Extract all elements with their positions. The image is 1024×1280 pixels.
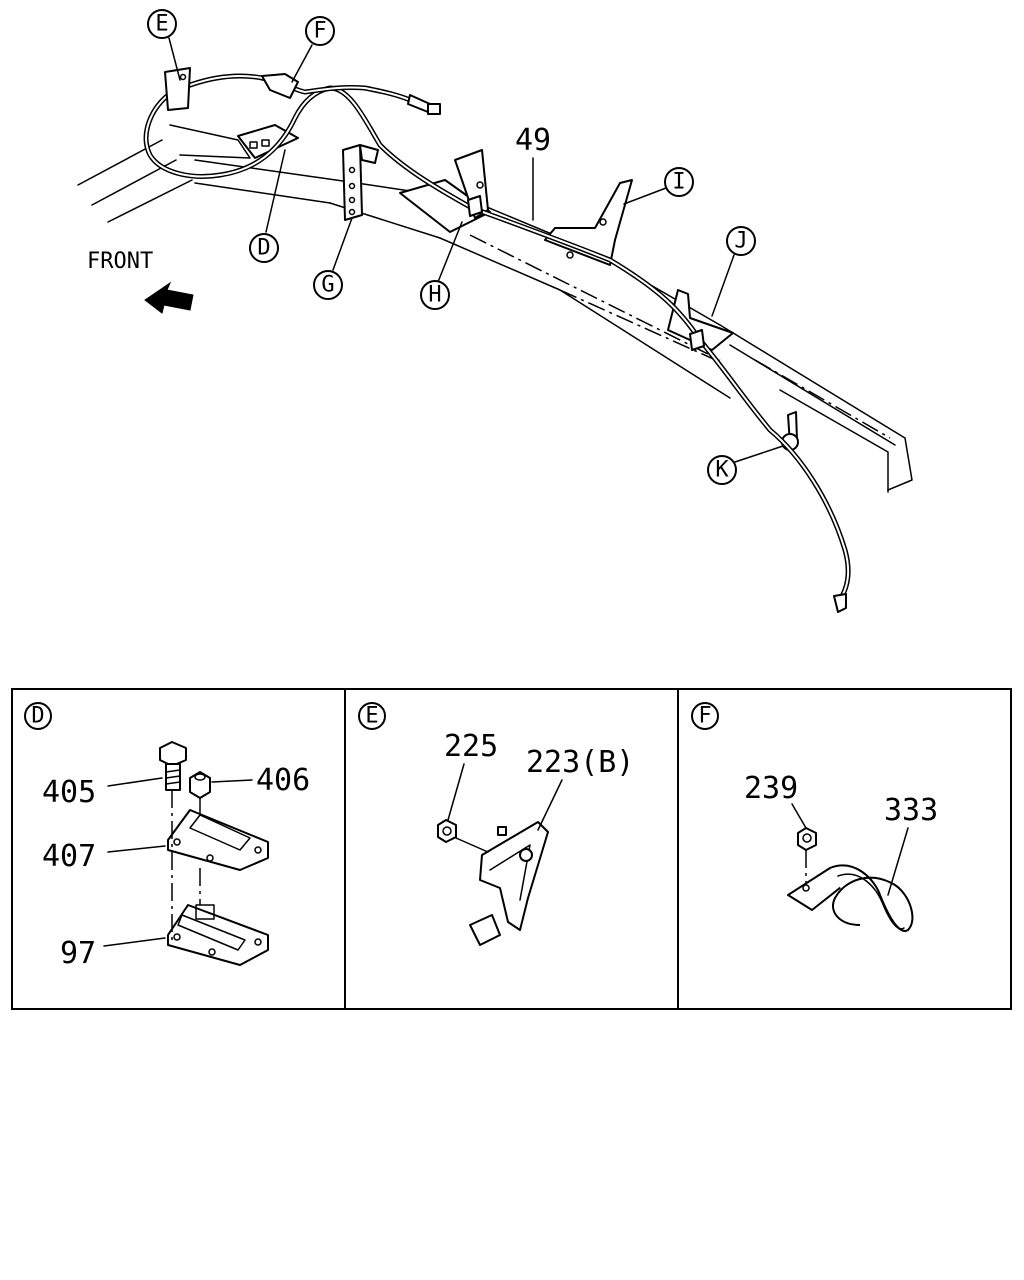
nut-406 — [189, 771, 211, 799]
panel-d-letter: D — [24, 702, 52, 730]
panel-d: D — [24, 702, 310, 971]
callout-g: G — [313, 270, 343, 300]
part-number-405: 405 — [42, 775, 96, 810]
bracket-j-main — [667, 289, 734, 351]
part-number-97: 97 — [60, 936, 96, 971]
panel-e-letter: E — [358, 702, 386, 730]
part-number-406: 406 — [256, 763, 310, 798]
svg-text:G: G — [321, 273, 334, 298]
callout-j: J — [726, 226, 756, 256]
svg-text:D: D — [31, 704, 44, 729]
brake-cable — [143, 67, 851, 613]
callout-h: H — [420, 280, 450, 310]
svg-text:K: K — [715, 458, 729, 483]
svg-text:F: F — [313, 19, 326, 44]
plate-407 — [167, 809, 269, 871]
nut-239 — [797, 827, 817, 851]
svg-text:I: I — [672, 170, 685, 195]
callout-i: I — [664, 167, 694, 197]
part-number-223b: 223(B) — [526, 745, 634, 780]
part-number-225: 225 — [444, 729, 498, 764]
cable-part-number: 49 — [515, 123, 551, 158]
front-arrow-icon — [144, 281, 194, 314]
panel-f-letter: F — [691, 702, 719, 730]
bolt-405 — [159, 741, 187, 791]
svg-text:H: H — [428, 283, 441, 308]
main-assembly: FRONT 49 E F D — [77, 9, 913, 613]
leader-lines — [168, 37, 784, 463]
svg-text:E: E — [155, 12, 168, 37]
svg-text:D: D — [257, 236, 270, 261]
part-number-333: 333 — [884, 793, 938, 828]
panels-frame — [11, 688, 1012, 1010]
svg-text:F: F — [698, 704, 711, 729]
front-indicator: FRONT — [87, 249, 194, 314]
callout-k: K — [707, 455, 737, 485]
part-number-239: 239 — [744, 771, 798, 806]
plate-97 — [167, 904, 269, 966]
callout-f: F — [305, 16, 335, 46]
svg-text:J: J — [734, 229, 747, 254]
callout-d: D — [249, 233, 279, 263]
svg-text:E: E — [365, 704, 378, 729]
nut-225 — [437, 819, 457, 843]
clip-333 — [787, 864, 914, 932]
bracket-g-main — [342, 144, 379, 221]
detail-panels: D — [11, 688, 1012, 1010]
panel-e: E 225 223(B) — [358, 702, 634, 946]
panel-f: F 239 333 — [691, 702, 938, 932]
front-label: FRONT — [87, 249, 153, 274]
callout-e: E — [147, 9, 177, 39]
part-number-407: 407 — [42, 839, 96, 874]
bracket-223b — [469, 821, 549, 946]
bracket-d-main — [169, 124, 299, 159]
